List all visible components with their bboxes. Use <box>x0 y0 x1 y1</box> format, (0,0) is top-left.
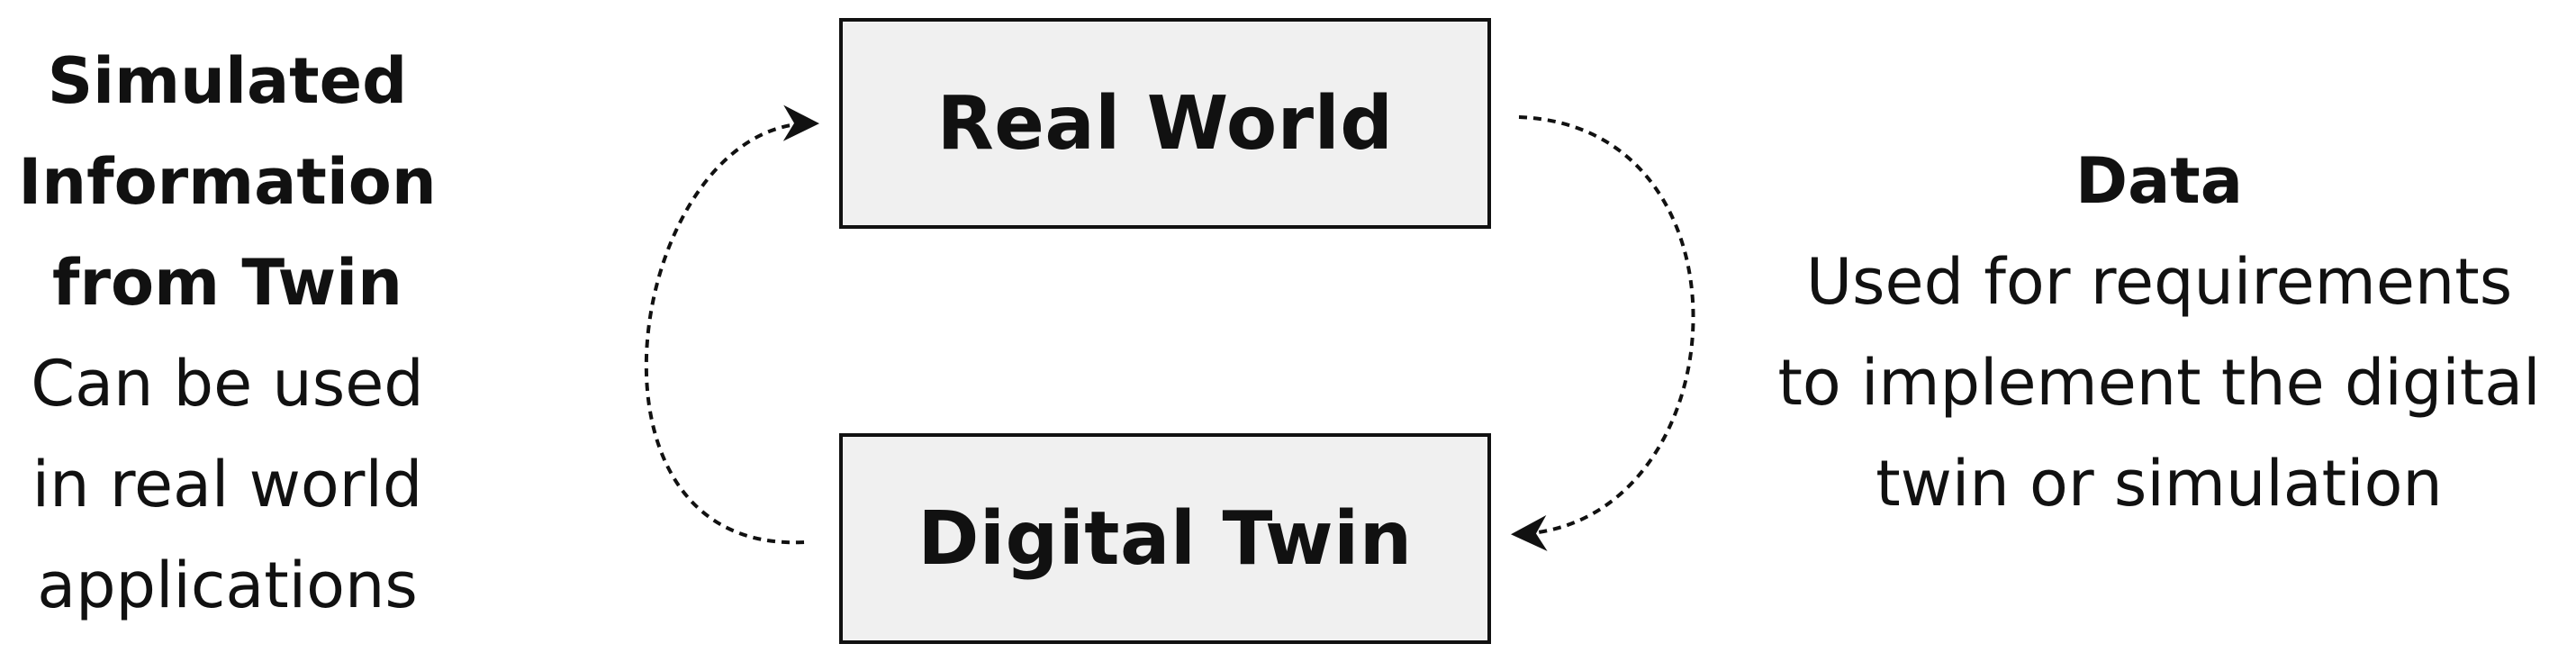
right-body-line: twin or simulation <box>1876 447 2443 521</box>
left-body-line: applications <box>37 549 418 622</box>
digital-twin-box: Digital Twin <box>839 433 1491 644</box>
data-annotation: Data Used for requirements to implement … <box>1742 131 2576 534</box>
real-world-label: Real World <box>936 80 1394 167</box>
simulated-information-annotation: Simulated Information from Twin Can be u… <box>0 31 455 636</box>
right-body-line: Used for requirements <box>1805 245 2513 319</box>
right-heading-line: Data <box>2074 144 2244 218</box>
right-body-line: to implement the digital <box>1777 346 2541 420</box>
left-body-line: in real world <box>32 448 423 521</box>
left-heading-line: Simulated <box>47 44 408 118</box>
left-body-line: Can be used <box>31 347 424 421</box>
arrow-real-to-twin <box>1511 115 1695 551</box>
arrow-twin-to-real <box>644 104 819 545</box>
digital-twin-label: Digital Twin <box>917 495 1413 582</box>
left-heading-line: from Twin <box>52 246 402 320</box>
left-heading-line: Information <box>18 145 437 219</box>
real-world-box: Real World <box>839 18 1491 229</box>
